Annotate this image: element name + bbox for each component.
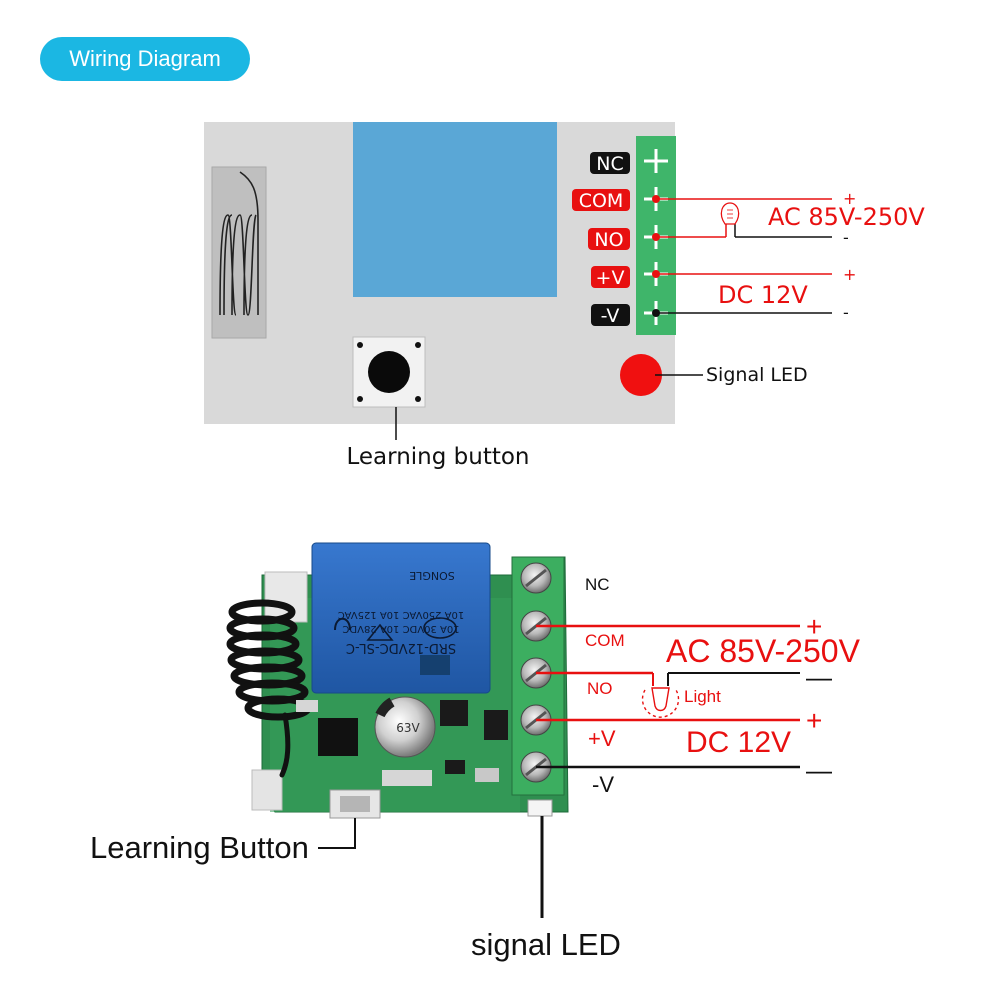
learning-button-bottom-leader bbox=[318, 818, 356, 849]
relay-cqc-mark-icon bbox=[423, 617, 457, 639]
bottom-label-vminus: -V bbox=[592, 772, 614, 797]
learning-button-bottom-cap-icon bbox=[340, 796, 370, 812]
top-label-vplus: +V bbox=[596, 267, 625, 289]
top-label-no: NO bbox=[594, 229, 623, 251]
bottom-terminal-block bbox=[511, 556, 565, 796]
relay-rating-line2: 10A 250VAC 10A 125VAC bbox=[338, 609, 465, 620]
relay-logo-icon bbox=[420, 655, 450, 675]
bottom-label-vplus: +V bbox=[588, 726, 616, 751]
relay-model-text: SRD-12VDC-SL-C bbox=[346, 640, 456, 655]
learning-button-bottom-label: Learning Button bbox=[90, 830, 309, 865]
top-signal-led-icon bbox=[620, 354, 662, 396]
top-label-vminus: -V bbox=[601, 305, 620, 327]
bottom-dc-plus: + bbox=[806, 705, 822, 736]
bottom-signal-led-icon bbox=[527, 799, 553, 817]
top-label-com: COM bbox=[579, 190, 624, 212]
top-dc-minus: - bbox=[843, 303, 849, 322]
top-label-vplus-bg bbox=[591, 266, 630, 288]
bottom-dc-minus: — bbox=[806, 755, 832, 785]
relay-warning-mark-icon bbox=[366, 623, 394, 641]
top-signal-led-label: Signal LED bbox=[706, 364, 808, 386]
top-label-no-bg bbox=[588, 228, 630, 250]
top-screw-nc-icon bbox=[644, 149, 668, 173]
top-dc-label: DC 12V bbox=[718, 281, 808, 309]
bottom-ac-minus: — bbox=[806, 662, 832, 692]
relay-brand-text: SONGLE bbox=[409, 569, 455, 582]
top-terminal-labels: NC COM NO +V -V bbox=[572, 152, 630, 327]
bottom-label-no: NO bbox=[587, 679, 613, 698]
bottom-ac-plus: + bbox=[806, 611, 822, 642]
capacitor-text: 63V bbox=[396, 721, 420, 735]
section-title-pill: Wiring Diagram bbox=[40, 37, 250, 81]
top-wires bbox=[652, 195, 832, 317]
learning-button-top-label: Learning button bbox=[346, 444, 529, 470]
top-label-nc-bg bbox=[590, 152, 630, 174]
capacitor-component: 63V bbox=[374, 696, 436, 758]
top-ac-label: AC 85V-250V bbox=[768, 203, 925, 231]
learning-button-cap-icon bbox=[368, 351, 410, 393]
top-dc-plus: + bbox=[843, 265, 856, 284]
bottom-dc-label: DC 12V bbox=[686, 726, 791, 759]
top-ac-minus: - bbox=[843, 228, 849, 247]
relay-component: SRD-12VDC-SL-C 10A 30VDC 10A 28VDC 10A 2… bbox=[311, 542, 491, 694]
top-ac-plus: + bbox=[843, 189, 856, 208]
antenna-coil-icon bbox=[219, 171, 259, 316]
bottom-light-bulb-icon bbox=[641, 687, 680, 718]
top-light-bulb-icon bbox=[720, 202, 740, 225]
bottom-label-com: COM bbox=[585, 631, 625, 650]
top-label-vminus-bg bbox=[591, 304, 630, 326]
top-label-com-bg bbox=[572, 189, 630, 211]
relay-rating-line1: 10A 30VDC 10A 28VDC bbox=[342, 623, 459, 634]
top-board-schematic: Learning button NC COM NO +V -V bbox=[204, 122, 925, 470]
bottom-light-label: Light bbox=[684, 687, 721, 706]
ic-chip bbox=[318, 718, 358, 756]
bottom-label-nc: NC bbox=[585, 575, 610, 594]
top-label-nc: NC bbox=[596, 153, 623, 175]
bottom-board-photo: SRD-12VDC-SL-C 10A 30VDC 10A 28VDC 10A 2… bbox=[90, 542, 861, 962]
bottom-wires bbox=[536, 624, 800, 769]
top-relay-block bbox=[353, 122, 557, 297]
bottom-ac-label: AC 85V-250V bbox=[666, 633, 861, 669]
bottom-signal-led-label: signal LED bbox=[471, 927, 621, 962]
relay-ul-mark-icon bbox=[334, 617, 351, 631]
